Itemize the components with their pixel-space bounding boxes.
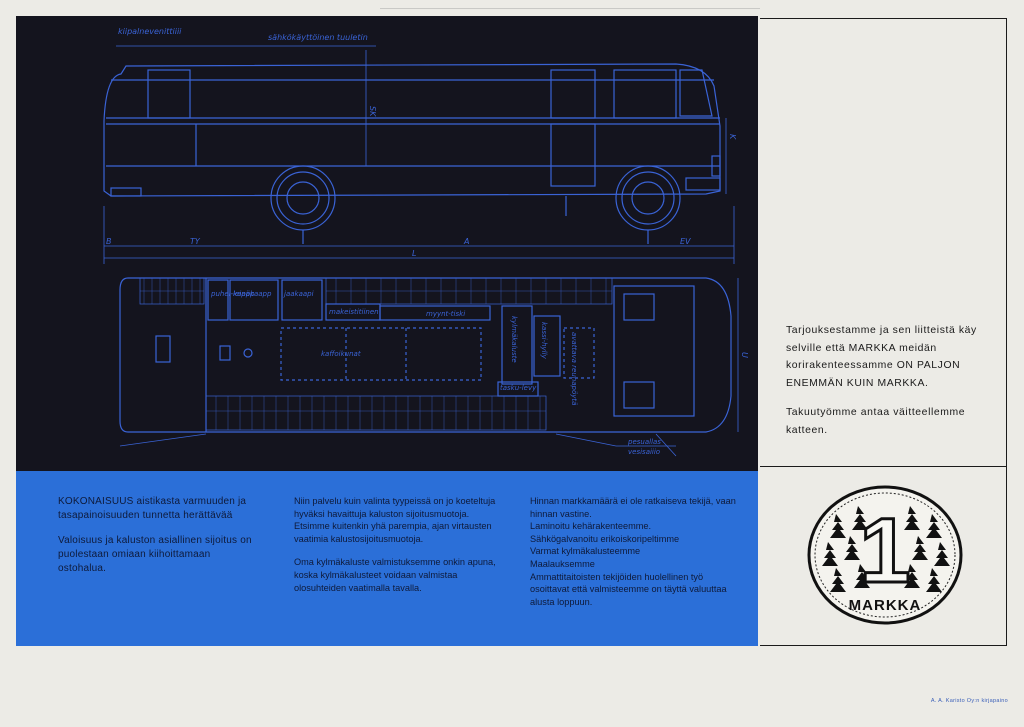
tagline-para1: Tarjouksestamme ja sen liitteistä käy se…: [786, 325, 977, 389]
dim-ev: EV: [680, 237, 691, 246]
col2-para1: Niin palvelu kuin valinta tyypeissä on j…: [294, 496, 496, 544]
bus-blueprint: kiipalnevenittiiii sähkökäyttöinen tuule…: [16, 16, 758, 471]
frame-bottom-rule: [760, 645, 1006, 646]
coin-word: MARKKA: [849, 597, 922, 614]
dim-a: A: [463, 237, 469, 246]
printer-credit: A. A. Karisto Oy:n kirjapaino: [930, 698, 1008, 704]
col1-para2: Valoisuus ja kaluston asiallinen sijoitu…: [58, 535, 252, 574]
dim-sk: SK: [368, 106, 377, 117]
blueprint-drawing: kiipalnevenittiiii sähkökäyttöinen tuule…: [103, 27, 749, 457]
plan-label-tank: vesisaiiio: [628, 448, 660, 456]
col3-line5: Maalauksemme: [530, 558, 595, 569]
plan-label-table: avattava reunapöytä: [570, 332, 578, 405]
column-price: Hinnan markkamäärä ei ole ratkaiseva tek…: [530, 495, 738, 608]
label-fan: sähkökäyttöinen tuuletin: [268, 33, 368, 42]
side-window-rear: [147, 69, 191, 119]
text-band: KOKONAISUUS aistikasta varmuuden ja tasa…: [16, 471, 758, 646]
col3-line4: Varmat kylmäkalusteemme: [530, 546, 641, 557]
column-service: Niin palvelu kuin valinta tyypeissä on j…: [294, 495, 504, 605]
spruce-branch-icon: [822, 506, 950, 592]
dim-b: B: [106, 237, 112, 246]
dim-k: K: [728, 134, 737, 140]
tagline: Tarjouksestamme ja sen liitteistä käy se…: [786, 322, 986, 451]
dim-ty: TY: [190, 237, 201, 246]
plan-label-fridge: jaakaapi: [283, 290, 314, 298]
plan-label-bread: leipäkaapp: [233, 290, 272, 298]
tagline-para2: Takuutyömme antaa väitteellemme katteen.: [786, 407, 966, 436]
top-rule: [380, 8, 760, 9]
front-wheel: [615, 165, 681, 231]
coin-numeral: 1: [859, 500, 910, 602]
column-overall: KOKONAISUUS aistikasta varmuuden ja tasa…: [58, 495, 258, 587]
col1-para1: KOKONAISUUS aistikasta varmuuden ja tasa…: [58, 496, 247, 521]
col3-line1: Hinnan markkamäärä ei ole ratkaiseva tek…: [530, 496, 736, 519]
frame-middle-rule: [760, 466, 1006, 467]
right-frame: [760, 18, 1007, 646]
plan-label-shelf: kassi-hylly: [540, 322, 548, 360]
plan-label-phone: puhel-kaapp: [210, 290, 255, 298]
col3-line6: Ammattitaitoisten tekijöiden huolellinen…: [530, 571, 727, 607]
frame-top-rule: [760, 18, 1006, 19]
plan-label-cooler: kylmäkaluste: [510, 316, 518, 363]
rear-wheel: [270, 165, 336, 231]
dim-u: U: [740, 352, 749, 358]
plan-label-windows: kaffoikunat: [321, 350, 361, 358]
col3-line3: Sähkögalvanoitu erikoiskoripeltimme: [530, 533, 680, 544]
dim-l: L: [412, 249, 416, 258]
plan-label-counter: myynt-tiski: [426, 310, 465, 318]
markka-coin-image: 1 MARKKA: [807, 485, 963, 625]
label-top-left: kiipalnevenittiiii: [118, 27, 182, 36]
plan-label-candy: makeistitiinen: [329, 308, 379, 316]
bus-plan-outline: [119, 277, 732, 433]
side-window-front: [613, 69, 677, 119]
col3-line2: Laminoitu kehärakenteemme.: [530, 521, 652, 532]
col2-para2: Oma kylmäkaluste valmistuksemme onkin ap…: [294, 557, 496, 593]
plan-label-sink: pesuallas: [627, 438, 661, 446]
plan-label-pocket: tasku-levy: [500, 384, 537, 392]
bus-side-outline: [103, 63, 721, 197]
side-window-door: [550, 69, 596, 119]
